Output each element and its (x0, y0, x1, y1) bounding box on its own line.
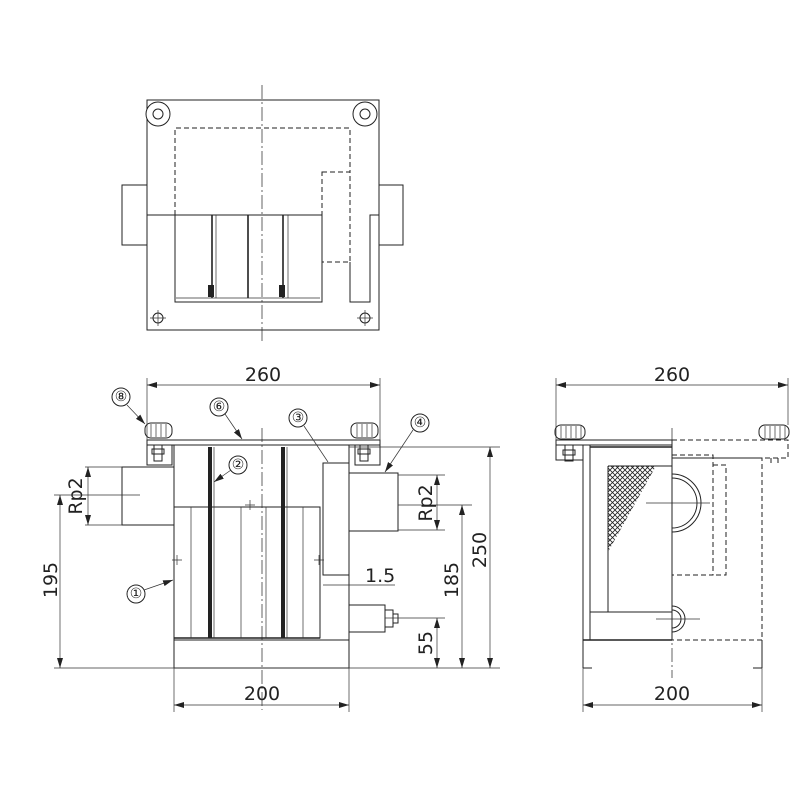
front-lid (146, 439, 381, 446)
front-outlet-pipe (348, 472, 399, 532)
callout-6: ⑥ (213, 399, 226, 415)
top-hidden-outline (174, 127, 351, 215)
front-inlet-pipe (121, 466, 175, 526)
callout-8: ⑧ (115, 389, 128, 405)
callout-1: ① (130, 586, 143, 602)
knob-icon (144, 422, 379, 439)
front-view: 260 200 195 Rp2 Rp2 185 250 55 1.5 ① ② ③… (40, 364, 500, 712)
bolt-icon (150, 310, 373, 326)
top-basket-ribs (211, 215, 284, 298)
front-basket-rib (281, 447, 285, 638)
front-basket (173, 506, 321, 639)
top-body-outline (147, 214, 379, 303)
bolt-icon (562, 444, 779, 463)
side-lid (555, 439, 673, 446)
top-basket-detail (176, 215, 320, 299)
callout-4: ④ (414, 415, 427, 431)
callouts: ① ② ③ ④ ⑥ ⑧ (111, 387, 430, 604)
side-dim-200: 200 (654, 683, 690, 705)
front-basket-rib-edge (213, 447, 288, 638)
side-lid-bracket (555, 444, 584, 461)
front-rivet-marks (172, 500, 324, 565)
front-basket-rib (208, 447, 212, 638)
dim-1-5: 1.5 (365, 565, 395, 587)
bolt-icon (151, 444, 371, 462)
side-hidden-outline (672, 454, 763, 641)
side-dim-260: 260 (654, 364, 690, 386)
side-legs (582, 640, 763, 669)
callout-2: ② (232, 457, 245, 473)
top-outlet-pipe (378, 184, 404, 246)
knob-icon (145, 101, 378, 127)
top-view (121, 85, 404, 342)
top-rib-foot (279, 285, 285, 297)
front-partition (322, 462, 350, 576)
knob-icon (554, 424, 790, 440)
front-drain (348, 604, 386, 633)
top-rib-foot (208, 285, 214, 297)
side-filter-mesh (608, 466, 656, 552)
side-view: 260 200 (554, 364, 790, 712)
dim-260: 260 (245, 364, 281, 386)
front-lid-bracket (146, 444, 173, 466)
dim-250: 250 (469, 532, 491, 568)
side-opening-axes (646, 502, 710, 620)
top-hidden-partition (321, 171, 351, 263)
dim-195: 195 (40, 562, 62, 598)
front-dimensions: 260 200 195 Rp2 Rp2 185 250 55 1.5 (40, 364, 500, 712)
front-drain-nut (384, 609, 394, 628)
side-dimensions: 260 200 (555, 364, 789, 712)
dim-55: 55 (415, 631, 437, 655)
front-basket-slats (190, 507, 304, 638)
side-basket (590, 465, 672, 613)
dim-185: 185 (441, 562, 463, 598)
rp2-inlet-label: Rp2 (65, 477, 87, 514)
callout-3: ③ (292, 410, 305, 426)
top-inlet-pipe (121, 184, 148, 246)
dim-200: 200 (244, 683, 280, 705)
rp2-outlet-label: Rp2 (415, 484, 437, 521)
front-drain-plug (392, 613, 399, 624)
